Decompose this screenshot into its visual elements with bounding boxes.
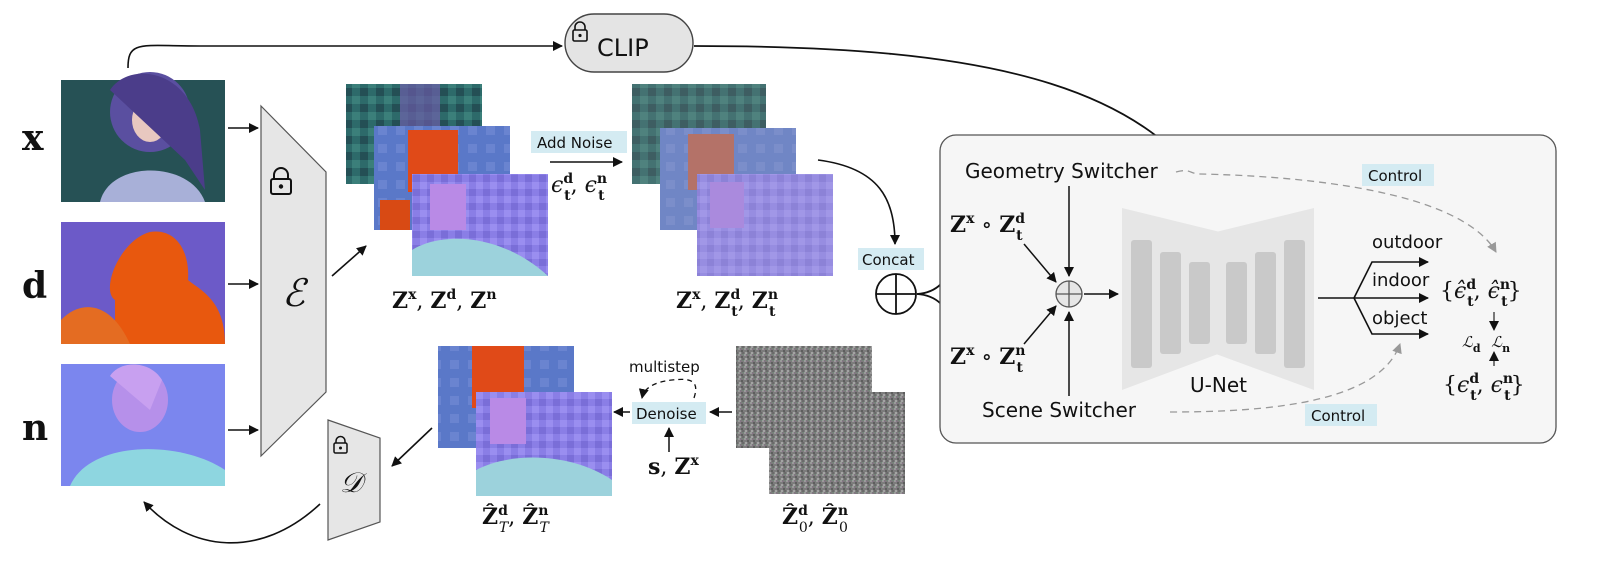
rgb-image	[61, 72, 225, 202]
encoder-to-latents-arrow	[331, 245, 367, 277]
scene-switcher-label: Scene Switcher	[982, 398, 1137, 422]
image-to-clip-arrow	[127, 41, 563, 69]
encoder-block: ℰ	[260, 104, 327, 458]
denoise-condition-label: s, Zx	[648, 453, 699, 480]
unet-label: U-Net	[1190, 373, 1247, 397]
control-bottom-label: Control	[1311, 407, 1365, 425]
unet-block: U-Net	[1122, 208, 1314, 397]
input-n-label: n	[22, 407, 48, 449]
merge-plus-icon	[1055, 280, 1083, 308]
branch-object-label: object	[1372, 308, 1427, 329]
multistep-label: multistep	[629, 358, 700, 376]
control-tag-top: Control	[1362, 164, 1434, 186]
depth-image	[61, 222, 225, 344]
concat-tag: Concat	[858, 248, 924, 270]
lock-icon	[270, 167, 292, 195]
multistep-loop-arrow	[638, 378, 697, 399]
denoise-tag: Denoise	[632, 402, 706, 424]
decoder-block: 𝒟	[327, 419, 381, 541]
output-latent-stack	[438, 346, 612, 496]
clip-block: CLIP	[564, 13, 694, 73]
noisy-to-concat-arrow	[817, 159, 900, 245]
branch-indoor-label: indoor	[1372, 270, 1430, 291]
control-top-label: Control	[1368, 167, 1422, 185]
add-noise-label: Add Noise	[537, 134, 612, 152]
add-noise-tag: Add Noise	[531, 131, 627, 153]
concat-plus-icon	[875, 273, 917, 315]
normal-image	[61, 364, 225, 486]
zd-to-plus-arrow	[1023, 243, 1057, 283]
loss-label: ℒd ℒn	[1462, 333, 1510, 355]
noise-latent-stack	[736, 346, 905, 494]
input-x-label: x	[22, 117, 44, 159]
geometry-control-path	[1175, 169, 1497, 253]
lock-icon	[572, 21, 588, 42]
input-d-label: d	[22, 265, 47, 307]
decoder-to-images-arrow	[143, 501, 321, 544]
branch-outdoor-label: outdoor	[1372, 232, 1443, 253]
latent-stack	[346, 84, 548, 276]
encoder-symbol: ℰ	[282, 271, 309, 315]
denoise-label: Denoise	[636, 405, 697, 423]
lock-icon	[333, 435, 348, 454]
scene-control-path	[1169, 343, 1402, 413]
output-to-decoder-arrow	[391, 427, 433, 467]
geometry-switcher-label: Geometry Switcher	[965, 159, 1159, 183]
control-tag-bottom: Control	[1305, 404, 1377, 426]
noisy-latent-stack	[632, 84, 833, 276]
concat-label: Concat	[862, 251, 915, 269]
zn-to-plus-arrow	[1023, 305, 1057, 345]
branch-lines	[1318, 257, 1429, 339]
latents-caption: Zx, Zd, Zn	[392, 287, 497, 314]
clip-label: CLIP	[597, 34, 649, 62]
